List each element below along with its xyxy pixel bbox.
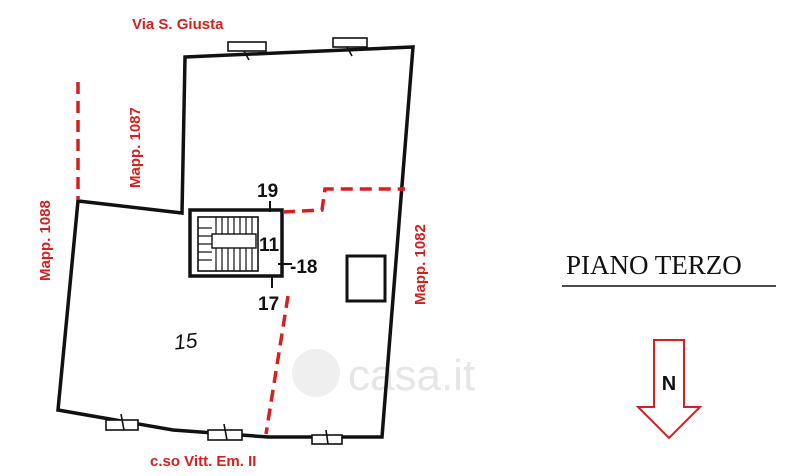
stairwell (188, 208, 284, 278)
shaft-square (345, 254, 387, 303)
room-number-11: 11 (259, 235, 280, 256)
room-number-18: -18 (290, 257, 317, 278)
parcel-label-1087: Mapp. 1087 (127, 107, 144, 188)
room-number-19: 19 (257, 181, 278, 202)
arrow-down-icon (635, 339, 703, 440)
building-outline (56, 45, 415, 439)
room-number-15: 15 (173, 329, 199, 354)
street-label-north: Via S. Giusta (132, 16, 224, 33)
watermark-logo-icon (292, 349, 340, 397)
parcel-label-1082: Mapp. 1082 (412, 224, 429, 305)
floor-title: PIANO TERZO (566, 250, 742, 280)
street-label-south: c.so Vitt. Em. II (150, 453, 256, 470)
room-markers (269, 201, 292, 288)
room-number-17: 17 (258, 294, 279, 315)
parcel-boundaries (76, 82, 405, 435)
watermark-text: casa.it (348, 351, 475, 400)
north-arrow: N (635, 339, 703, 440)
watermark: casa.it (292, 349, 475, 400)
window-symbols (105, 37, 368, 445)
parcel-label-1088: Mapp. 1088 (37, 200, 54, 281)
north-arrow-label: N (662, 373, 676, 395)
